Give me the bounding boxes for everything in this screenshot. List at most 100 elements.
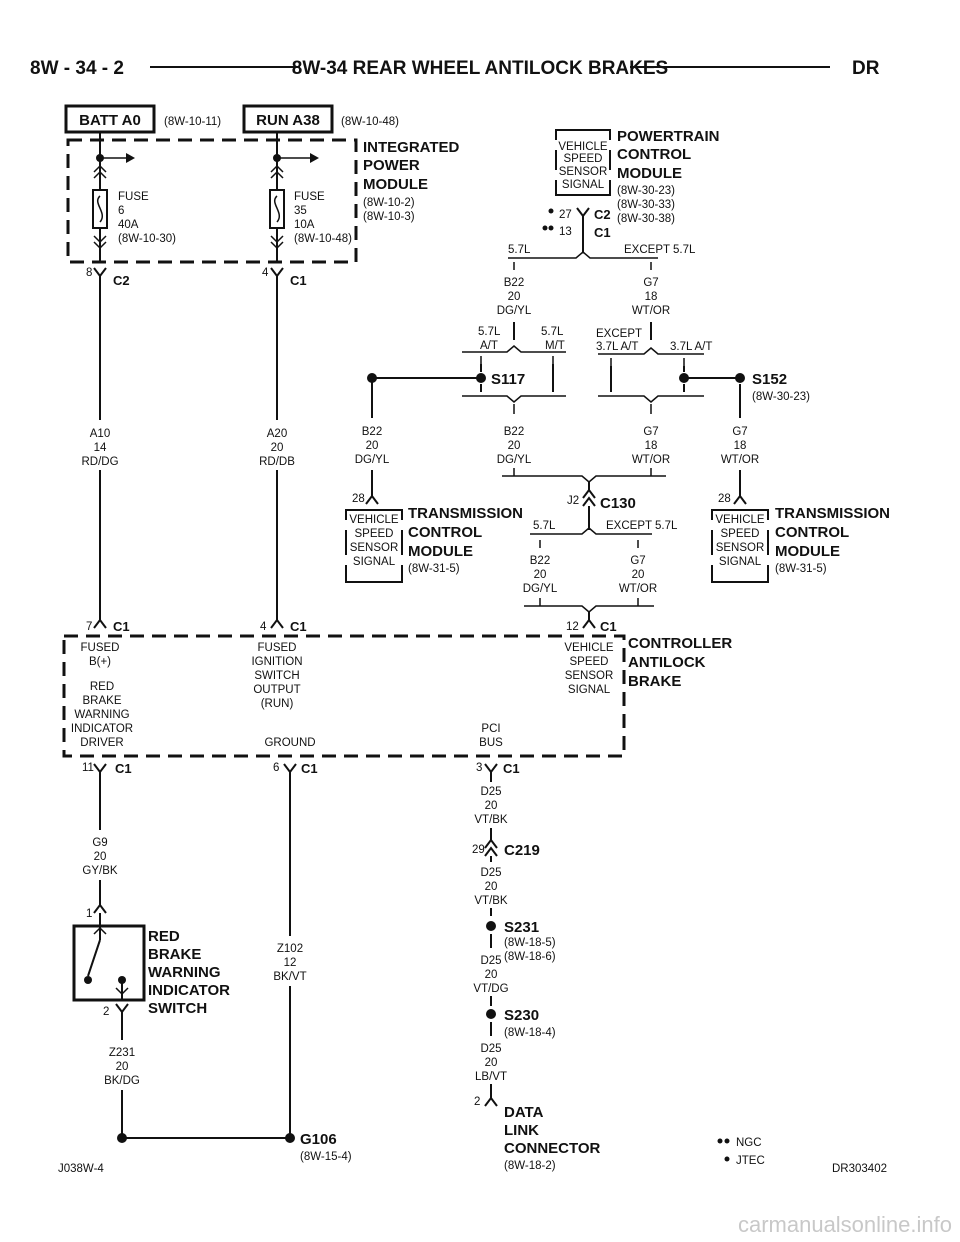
svg-text:11: 11	[82, 762, 94, 774]
svg-text:CONTROLLER: CONTROLLER	[628, 635, 732, 652]
svg-text:VEHICLE: VEHICLE	[715, 514, 765, 526]
svg-text:WT/OR: WT/OR	[619, 583, 657, 595]
pcm-pin-27: 27	[559, 209, 572, 221]
svg-text:7: 7	[86, 621, 92, 633]
page-title: 8W-34 REAR WHEEL ANTILOCK BRAKES	[292, 58, 668, 79]
batt-source: BATT A0 (8W-10-11)	[64, 104, 221, 134]
svg-text:LB/VT: LB/VT	[475, 1071, 507, 1083]
svg-text:DG/YL: DG/YL	[497, 454, 532, 466]
wire-g7-upper-label: G7 18 WT/OR	[632, 277, 670, 317]
wire-d25-3-label: D25 20 VT/DG	[473, 955, 508, 995]
svg-text:20: 20	[485, 881, 498, 893]
ipm-c2: C2	[113, 273, 130, 288]
svg-text:14: 14	[94, 442, 107, 454]
ipm-name-3: MODULE	[363, 176, 428, 193]
controller-antilock-brake: 7 C1 4 C1 12 C1 CONTROLLER ANTILOCK BRAK…	[62, 618, 732, 776]
legend-ngc: NGC	[736, 1137, 762, 1149]
transmission-control-module-right: VEHICLE SPEED SENSOR SIGNAL TRANSMISSION…	[711, 505, 890, 583]
fuse2-label: FUSE	[294, 191, 325, 203]
option-except-37-2: 3.7L A/T	[596, 341, 638, 353]
svg-text:LINK: LINK	[504, 1122, 539, 1139]
s230-ref: (8W-18-4)	[504, 1027, 556, 1039]
svg-text:WARNING: WARNING	[74, 709, 129, 721]
run-ref: (8W-10-48)	[341, 116, 399, 128]
fuse1-ref: (8W-10-30)	[118, 233, 176, 245]
svg-text:B22: B22	[362, 426, 382, 438]
pcm-pin-13: 13	[559, 226, 572, 238]
svg-text:VEHICLE: VEHICLE	[564, 642, 614, 654]
ipm-ref-2: (8W-10-3)	[363, 211, 415, 223]
svg-text:MODULE: MODULE	[775, 543, 840, 560]
wire-d25-4-label: D25 20 LB/VT	[475, 1043, 507, 1083]
ground-g106-label: G106	[300, 1131, 337, 1148]
wire-b22-tcm-label: B22 20 DG/YL	[355, 426, 390, 466]
wire-z102-label: Z102 12 BK/VT	[273, 943, 306, 983]
option-37-at: 3.7L A/T	[670, 341, 712, 353]
svg-text:SPEED: SPEED	[355, 528, 394, 540]
option-57-mt-2: M/T	[545, 340, 565, 352]
fuse2-rating: 10A	[294, 219, 315, 231]
transmission-control-module-left: VEHICLE SPEED SENSOR SIGNAL TRANSMISSION…	[345, 505, 523, 583]
svg-text:BK/DG: BK/DG	[104, 1075, 140, 1087]
page-number: 8W - 34 - 2	[30, 58, 124, 79]
wire-d25-1-label: D25 20 VT/BK	[474, 786, 508, 826]
svg-text:D25: D25	[480, 786, 501, 798]
s152-splice-dot	[735, 373, 745, 383]
pcm-signal-2: SPEED	[564, 153, 603, 165]
run-label: RUN A38	[256, 112, 320, 129]
ground-g106-icon	[285, 1133, 295, 1143]
svg-text:20: 20	[534, 569, 547, 581]
svg-text:CONTROL: CONTROL	[408, 524, 482, 541]
svg-text:18: 18	[734, 440, 747, 452]
svg-text:(8W-18-2): (8W-18-2)	[504, 1160, 556, 1172]
pcm-option-57: 5.7L	[508, 244, 531, 256]
wire-g9-label: G9 20 GY/BK	[82, 837, 117, 877]
pcm-signal-4: SIGNAL	[562, 179, 605, 191]
svg-text:(8W-31-5): (8W-31-5)	[408, 563, 460, 575]
tcm-right-pin: 28	[718, 493, 731, 505]
svg-text:FUSED: FUSED	[81, 642, 120, 654]
svg-text:SPEED: SPEED	[570, 656, 609, 668]
svg-text:Z231: Z231	[109, 1047, 135, 1059]
svg-text:G7: G7	[630, 555, 645, 567]
svg-text:20: 20	[366, 440, 379, 452]
svg-text:Z102: Z102	[277, 943, 303, 955]
svg-text:SPEED: SPEED	[721, 528, 760, 540]
wire-g7-tcm-label: G7 18 WT/OR	[721, 426, 759, 466]
svg-text:WT/OR: WT/OR	[721, 454, 759, 466]
s231-ref-2: (8W-18-6)	[504, 951, 556, 963]
svg-text:G7: G7	[732, 426, 747, 438]
svg-text:BUS: BUS	[479, 737, 503, 749]
svg-text:WT/OR: WT/OR	[632, 454, 670, 466]
svg-text:PCI: PCI	[481, 723, 500, 735]
svg-text:RD/DG: RD/DG	[81, 456, 118, 468]
dlc-pin: 2	[474, 1096, 480, 1108]
s231-ref-1: (8W-18-5)	[504, 937, 556, 949]
svg-text:20: 20	[271, 442, 284, 454]
page-header: 8W - 34 - 2 8W-34 REAR WHEEL ANTILOCK BR…	[30, 58, 880, 79]
svg-text:G7: G7	[643, 277, 658, 289]
svg-text:OUTPUT: OUTPUT	[253, 684, 300, 696]
pcm-signal-1: VEHICLE	[558, 141, 608, 153]
switch-pin-1: 1	[86, 908, 92, 920]
svg-text:D25: D25	[480, 955, 501, 967]
svg-text:INDICATOR: INDICATOR	[71, 723, 133, 735]
svg-text:BRAKE: BRAKE	[83, 695, 122, 707]
svg-text:B22: B22	[504, 277, 524, 289]
svg-text:SENSOR: SENSOR	[565, 670, 614, 682]
pcm-ref-1: (8W-30-23)	[617, 185, 675, 197]
svg-text:VT/BK: VT/BK	[474, 895, 508, 907]
svg-text:RED: RED	[148, 928, 180, 945]
wire-b22-mid-label: B22 20 DG/YL	[497, 426, 532, 466]
svg-text:DG/YL: DG/YL	[355, 454, 390, 466]
wire-d25-2-label: D25 20 VT/BK	[474, 867, 508, 907]
red-brake-warning-indicator-switch: RED BRAKE WARNING INDICATOR SWITCH	[72, 913, 230, 1017]
svg-text:20: 20	[116, 1061, 129, 1073]
svg-text:IGNITION: IGNITION	[251, 656, 302, 668]
footer-left-code: J038W-4	[58, 1163, 104, 1175]
svg-text:VEHICLE: VEHICLE	[349, 514, 399, 526]
svg-text:DG/YL: DG/YL	[497, 305, 532, 317]
svg-text:DATA: DATA	[504, 1104, 544, 1121]
svg-text:INDICATOR: INDICATOR	[148, 982, 230, 999]
svg-text:B22: B22	[504, 426, 524, 438]
